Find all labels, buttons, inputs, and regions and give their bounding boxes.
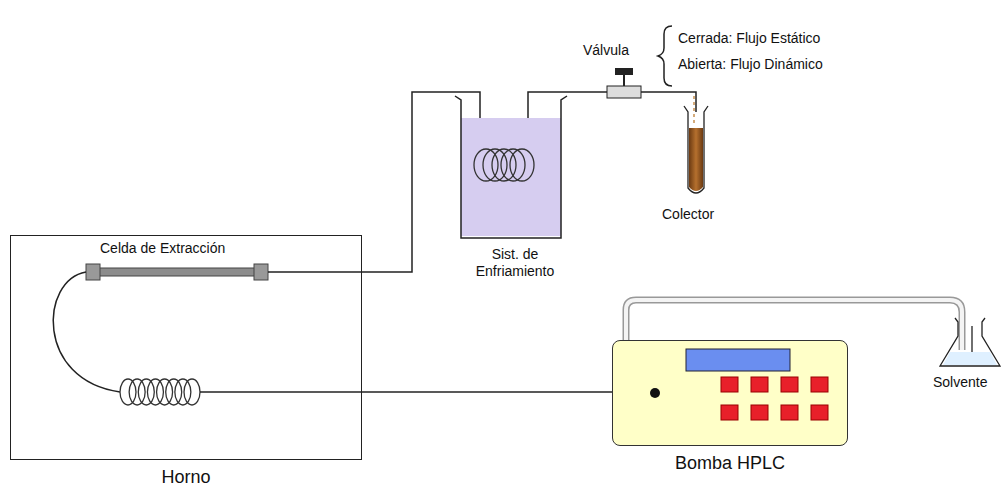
extraction-cell [86, 264, 268, 280]
tubing [641, 92, 696, 112]
part-label: Sist. de Enfriamiento [455, 246, 575, 280]
tubing-connector [362, 391, 612, 393]
node-label: Bomba HPLC [613, 453, 847, 474]
cooling-beaker [455, 96, 567, 238]
part-label: Colector [662, 206, 742, 223]
part-label: Solvente [933, 374, 1003, 391]
cooling-coil [474, 149, 534, 181]
solvent-flask [940, 318, 1000, 366]
heating-coil [120, 379, 200, 405]
node-label: Horno [11, 467, 361, 488]
bracket [658, 26, 672, 86]
tubing [53, 272, 120, 392]
valve [607, 68, 641, 98]
part-label: Válvula [583, 42, 663, 59]
oven-box: Horno [10, 235, 362, 460]
part-label: Celda de Extracción [100, 240, 270, 257]
tubing [200, 391, 362, 393]
tubing [971, 326, 972, 352]
collector-tube [684, 96, 708, 193]
tubing [268, 92, 480, 272]
pump-box: Bomba HPLC [612, 340, 848, 446]
state-note: Abierta: Flujo Dinámico [678, 56, 898, 73]
state-note: Cerrada: Flujo Estático [678, 30, 898, 47]
pump-panel [613, 341, 849, 447]
